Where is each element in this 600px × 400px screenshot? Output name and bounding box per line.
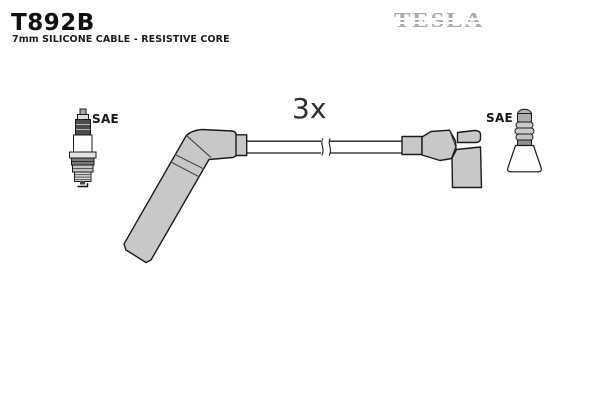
cable-left-segment	[246, 141, 322, 153]
boot-right-crease	[449, 130, 457, 150]
quantity-label: 3x	[292, 92, 327, 125]
product-subtitle: 7mm SILICONE CABLE - RESISTIVE CORE	[12, 33, 230, 45]
coil-boot-right	[401, 129, 483, 189]
cable-break-mark-right	[328, 138, 332, 156]
ignition-cable	[246, 138, 403, 156]
plug-boot-left	[123, 128, 248, 264]
boot-left-collar	[234, 134, 248, 157]
plug-terminal-post	[77, 114, 89, 120]
cable-outline	[246, 140, 403, 154]
boot-left-elbow-crease	[186, 135, 212, 158]
cable-break-mark-left	[321, 138, 324, 156]
terminal-neck	[517, 139, 532, 146]
boot-right-nipple-tab	[456, 129, 482, 144]
brand-logo: TESLA	[391, 10, 507, 32]
terminal-ring-3	[515, 133, 534, 141]
terminal-ring-1	[515, 121, 534, 129]
terminal-nut	[517, 113, 532, 123]
terminal-ceramic-cone	[507, 144, 542, 173]
boot-left-body	[123, 128, 237, 264]
spark-plug-illustration	[69, 108, 97, 188]
plug-ceramic-body	[73, 134, 93, 153]
plug-ground-electrode	[77, 183, 89, 188]
part-number: T892B	[11, 10, 95, 36]
sae-label-left: SAE	[92, 112, 120, 126]
boot-left-ridge-2	[170, 161, 200, 178]
plug-hex-flange	[69, 151, 97, 159]
brand-logo-stripe-2	[391, 22, 501, 25]
boot-right-ferrule	[401, 135, 423, 156]
sae-label-right: SAE	[486, 111, 514, 125]
brand-logo-stripe-1	[391, 18, 501, 21]
boot-left-ridge-1	[174, 153, 205, 170]
spark-plug-terminal-illustration	[507, 108, 542, 173]
plug-ribbed-insulator	[75, 119, 91, 136]
cable-right-segment	[329, 141, 403, 153]
terminal-ring-2	[514, 127, 535, 135]
plug-terminal-knob	[79, 108, 87, 115]
plug-center-electrode	[80, 181, 85, 185]
boot-right-lower-body	[451, 146, 483, 189]
